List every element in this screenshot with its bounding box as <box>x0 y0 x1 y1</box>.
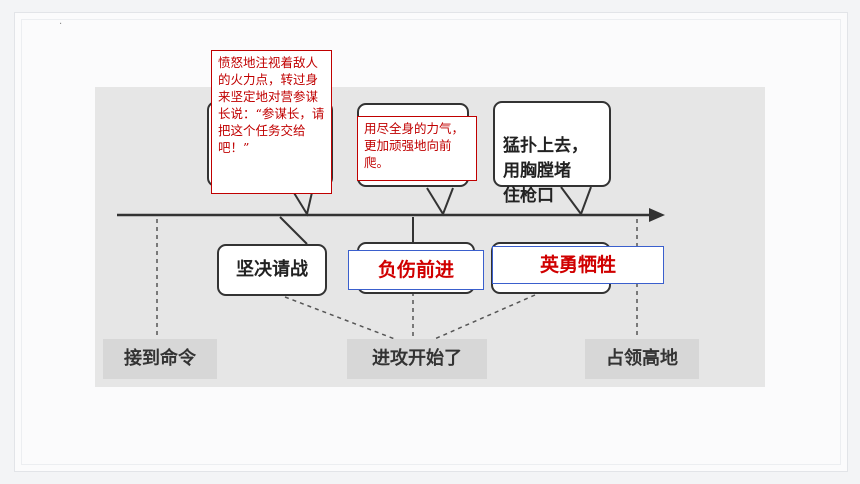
tail-4 <box>426 187 454 217</box>
arrow-head <box>649 208 665 222</box>
annotation-note-1: 愤怒地注视着敌人的火力点，转过身来坚定地对营参谋长说：“参谋长，请把这个任务交给… <box>211 50 332 194</box>
annotation-note-2-text: 用尽全身的力气，更加顽强地向前爬。 <box>364 121 465 170</box>
node-receive-order-label: 接到命令 <box>124 348 196 369</box>
answer-box-1-text: 负伤前进 <box>377 259 454 281</box>
event-above-3: 猛扑上去， 用胸膛堵 住枪口 <box>493 101 611 206</box>
answer-box-1: 负伤前进 <box>348 250 484 290</box>
event-above-3-label: 猛扑上去， 用胸膛堵 住枪口 <box>503 136 588 206</box>
answer-box-2-text: 英勇牺牲 <box>539 254 616 276</box>
node-attack-begins: 进攻开始了 <box>347 339 487 379</box>
dash-diag-2 <box>429 294 536 342</box>
node-occupy-highland: 占领高地 <box>585 339 699 379</box>
dash-diag-1 <box>284 296 401 342</box>
answer-box-2: 英勇牺牲 <box>492 246 664 284</box>
node-receive-order: 接到命令 <box>103 339 217 379</box>
annotation-note-1-text: 愤怒地注视着敌人的火力点，转过身来坚定地对营参谋长说：“参谋长，请把这个任务交给… <box>218 55 325 155</box>
tail-5 <box>560 186 592 217</box>
annotation-note-2: 用尽全身的力气，更加顽强地向前爬。 <box>357 116 477 181</box>
corner-mark: · <box>59 19 63 30</box>
node-occupy-highland-label: 占领高地 <box>606 348 678 369</box>
node-attack-begins-label: 进攻开始了 <box>372 348 462 369</box>
tail-1 <box>279 216 308 245</box>
event-below-1: 坚决请战 <box>217 244 327 296</box>
tail-3 <box>290 187 314 217</box>
event-below-1-label: 坚决请战 <box>236 259 308 280</box>
